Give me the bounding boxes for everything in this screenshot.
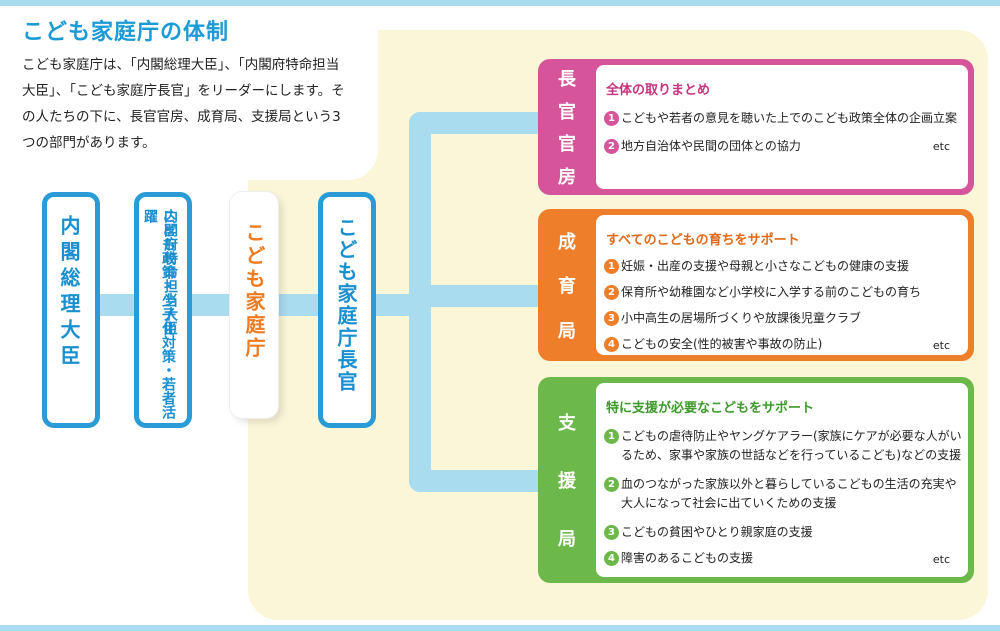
background-notch bbox=[248, 30, 378, 180]
commissioner-label: こども家庭庁長官 bbox=[334, 217, 358, 393]
item-text: こどもの安全(性的被害や事故の防止) bbox=[621, 337, 823, 351]
pm-card: 内閣総理大臣 bbox=[42, 192, 100, 428]
top-border bbox=[0, 0, 1000, 6]
item-text: こどもの虐待防止やヤングケアラー(家族にケアが必要な人がいるため、家事や家族の世… bbox=[621, 429, 962, 462]
label-char: 長 bbox=[558, 69, 576, 91]
label-char: 局 bbox=[558, 320, 576, 342]
label-char: 育 bbox=[558, 276, 576, 297]
section-seiiku-kyoku: 成 育 局 すべてのこどもの育ちをサポート 1 妊娠・出産の支援や母親と小さなこ… bbox=[538, 209, 974, 361]
etc-label: etc bbox=[932, 140, 950, 153]
section-content: すべてのこどもの育ちをサポート 1 妊娠・出産の支援や母親と小さなこどもの健康の… bbox=[596, 215, 968, 355]
connector-orange bbox=[409, 285, 543, 307]
item-text: こどもの貧困やひとり親家庭の支援 bbox=[621, 525, 813, 539]
commissioner-card: こども家庭庁長官 bbox=[318, 192, 376, 428]
label-char: 官 bbox=[558, 101, 576, 123]
label-char: 成 bbox=[558, 231, 576, 253]
number-badge: 3 bbox=[604, 525, 619, 540]
minister-label: 内閣府特命担当大臣 bbox=[162, 209, 178, 335]
minister-card: 内閣府特命担当大臣 こども政策・少子化対策・若者活躍 bbox=[134, 192, 192, 428]
number-badge: 3 bbox=[604, 311, 619, 326]
section-content: 特に支援が必要なこどもをサポート 1 こどもの虐待防止やヤングケアラー(家族にケ… bbox=[596, 383, 968, 577]
label-char: 官 bbox=[558, 134, 576, 156]
section-label: 成 育 局 bbox=[538, 209, 596, 361]
section-heading: すべてのこどもの育ちをサポート bbox=[606, 233, 800, 248]
section-heading: 特に支援が必要なこどもをサポート bbox=[606, 401, 815, 416]
section-label: 長 官 官 房 bbox=[538, 59, 596, 195]
number-badge: 1 bbox=[604, 259, 619, 274]
list-item: 3 こどもの貧困やひとり親家庭の支援 bbox=[604, 523, 962, 542]
number-badge: 2 bbox=[604, 477, 619, 492]
label-char: 支 bbox=[558, 413, 576, 434]
list-item: 2 血のつながった家族以外と暮らしているこどもの生活の充実や大人になって社会に出… bbox=[604, 475, 962, 513]
number-badge: 4 bbox=[604, 551, 619, 566]
section-chokan-kanbo: 長 官 官 房 全体の取りまとめ 1 こどもや若者の意見を聴いた上でのこども政策… bbox=[538, 59, 974, 195]
label-char: 援 bbox=[558, 471, 576, 492]
page-title: こども家庭庁の体制 bbox=[22, 20, 230, 45]
connector-green bbox=[409, 470, 543, 492]
section-content: 全体の取りまとめ 1 こどもや若者の意見を聴いた上でのこども政策全体の企画立案 … bbox=[596, 65, 968, 189]
item-text: 地方自治体や民間の団体との協力 bbox=[621, 139, 801, 153]
agency-card: こども家庭庁 bbox=[230, 192, 278, 418]
number-badge: 2 bbox=[604, 285, 619, 300]
item-text: 障害のあるこどもの支援 bbox=[621, 551, 754, 565]
list-item: 2 地方自治体や民間の団体との協力 bbox=[604, 137, 962, 156]
number-badge: 1 bbox=[604, 429, 619, 444]
list-item: 1 こどもや若者の意見を聴いた上でのこども政策全体の企画立案 bbox=[604, 109, 962, 128]
etc-label: etc bbox=[932, 339, 950, 352]
label-char: 局 bbox=[558, 529, 576, 550]
item-text: 小中高生の居場所づくりや放課後児童クラブ bbox=[621, 311, 862, 325]
section-label: 支 援 局 bbox=[538, 377, 596, 583]
pm-label: 内閣総理大臣 bbox=[57, 215, 81, 371]
list-item: 1 こどもの虐待防止やヤングケアラー(家族にケアが必要な人がいるため、家事や家族… bbox=[604, 427, 962, 465]
item-text: こどもや若者の意見を聴いた上でのこども政策全体の企画立案 bbox=[621, 111, 958, 125]
label-char: 房 bbox=[558, 166, 576, 188]
connector-pink bbox=[409, 112, 543, 134]
minister-portfolio: こども政策・少子化対策・若者活躍 bbox=[142, 209, 176, 419]
section-shien-kyoku: 支 援 局 特に支援が必要なこどもをサポート 1 こどもの虐待防止やヤングケアラ… bbox=[538, 377, 974, 583]
item-text: 妊娠・出産の支援や母親と小さなこどもの健康の支援 bbox=[621, 259, 910, 273]
list-item: 1 妊娠・出産の支援や母親と小さなこどもの健康の支援 bbox=[604, 257, 962, 276]
number-badge: 1 bbox=[604, 111, 619, 126]
list-item: 3 小中高生の居場所づくりや放課後児童クラブ bbox=[604, 309, 962, 328]
etc-label: etc bbox=[932, 553, 950, 566]
number-badge: 2 bbox=[604, 139, 619, 154]
intro-text: こども家庭庁は、「内閣総理大臣」、「内閣府特命担当大臣」、「こども家庭庁長官」を… bbox=[22, 57, 345, 151]
number-badge: 4 bbox=[604, 337, 619, 352]
list-item: 4 こどもの安全(性的被害や事故の防止) bbox=[604, 335, 962, 354]
list-item: 4 障害のあるこどもの支援 bbox=[604, 549, 962, 568]
item-text: 保育所や幼稚園など小学校に入学する前のこどもの育ち bbox=[621, 285, 922, 299]
agency-label: こども家庭庁 bbox=[242, 222, 266, 360]
section-heading: 全体の取りまとめ bbox=[606, 83, 711, 98]
list-item: 2 保育所や幼稚園など小学校に入学する前のこどもの育ち bbox=[604, 283, 962, 302]
bottom-border bbox=[0, 625, 1000, 631]
item-text: 血のつながった家族以外と暮らしているこどもの生活の充実や大人になって社会に出てい… bbox=[621, 477, 957, 510]
